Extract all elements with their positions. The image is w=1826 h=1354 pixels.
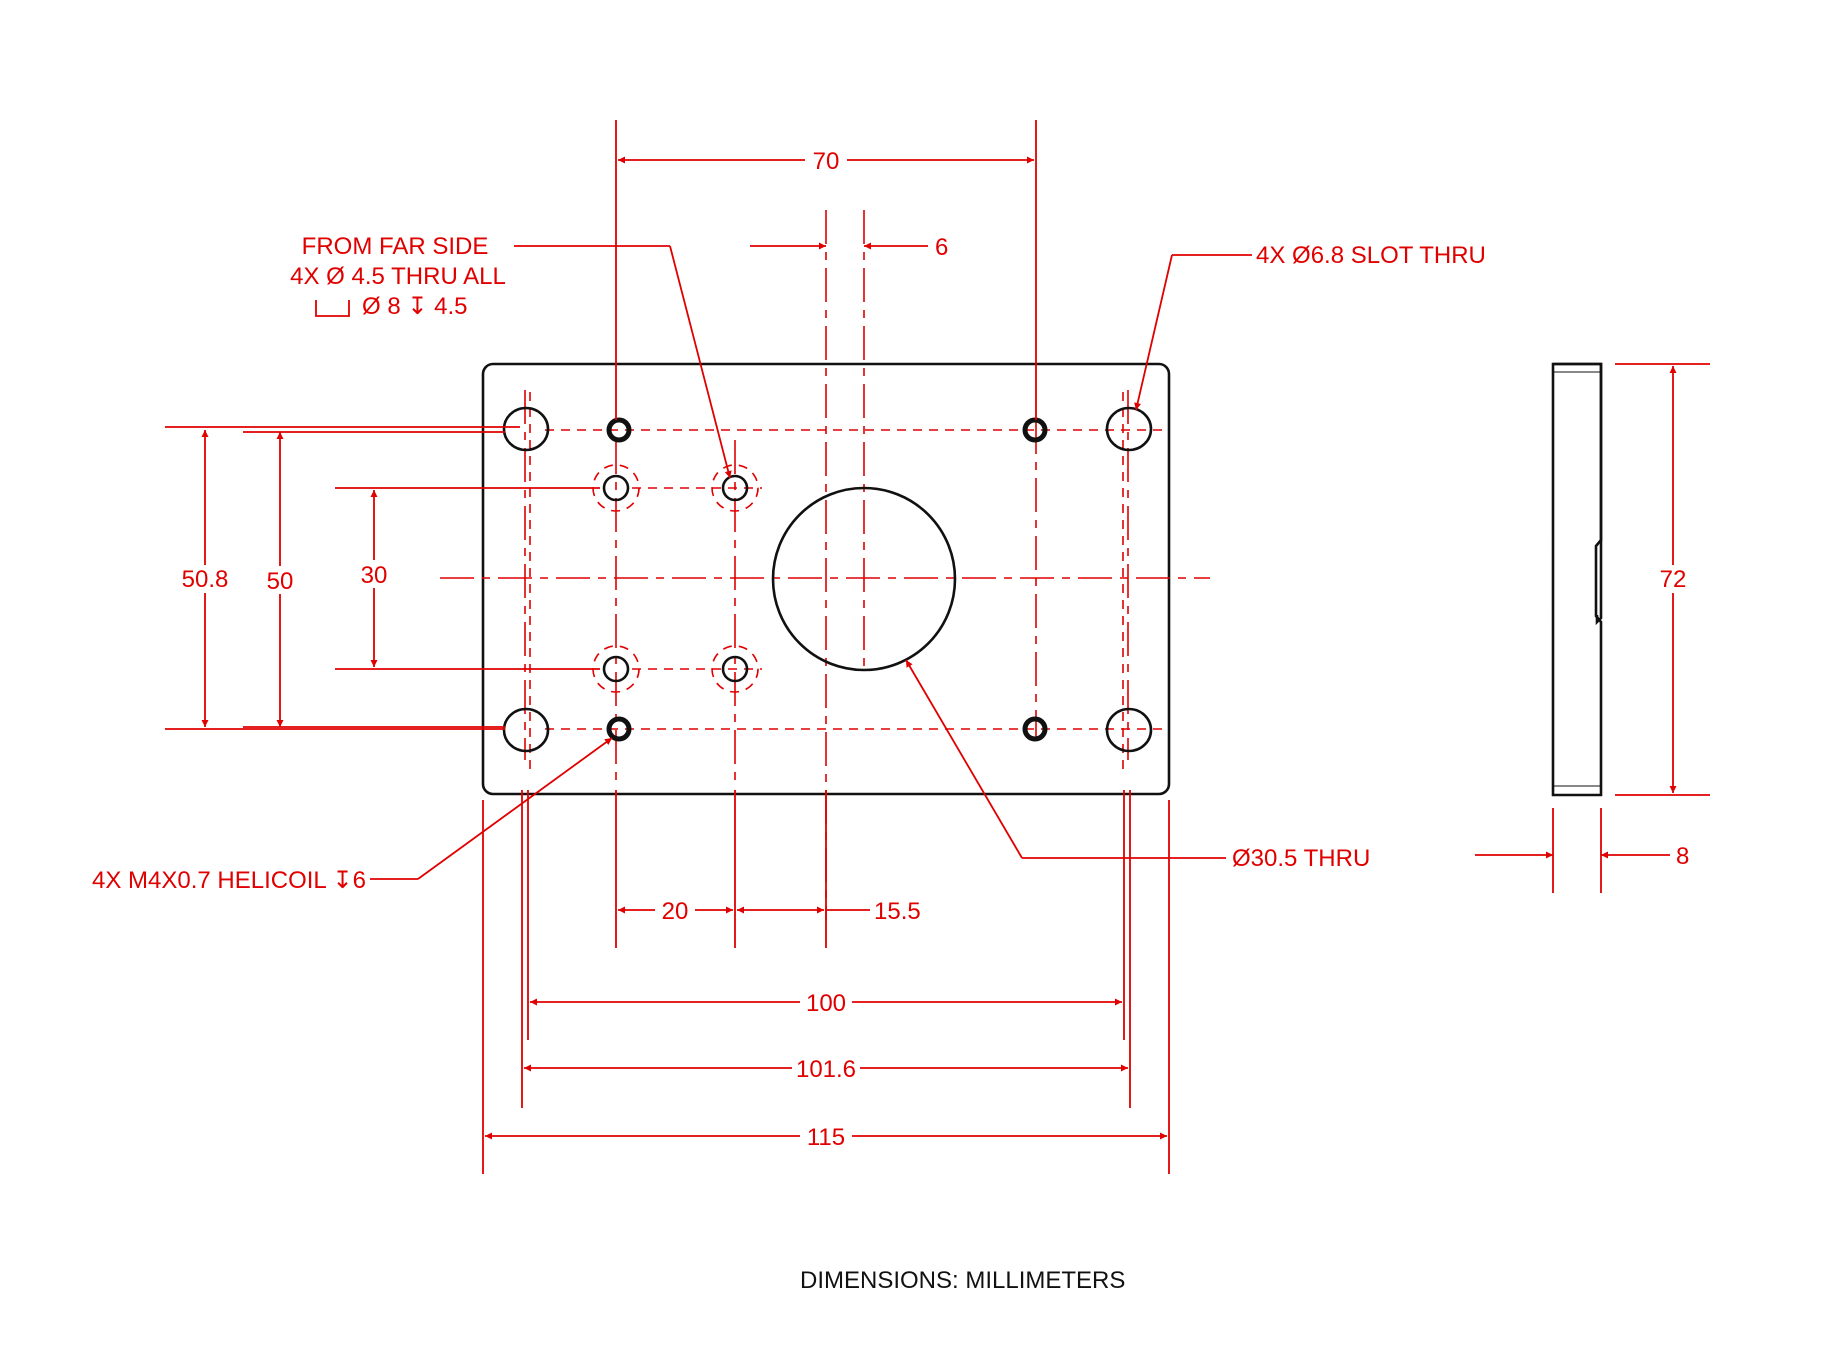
note-helicoil: 4X M4X0.7 HELICOIL ↧6 (92, 867, 366, 894)
notes: FROM FAR SIDE 4X Ø 4.5 THRU ALL Ø 8 ↧ 4.… (92, 233, 1486, 894)
dimension-lines: 70 6 50.8 50 30 72 8 (165, 120, 1710, 1174)
dim-115: 115 (807, 1124, 845, 1151)
note-bore: Ø30.5 THRU (1232, 845, 1370, 872)
dim-20: 20 (662, 898, 689, 925)
dim-100: 100 (806, 990, 846, 1017)
units-note: DIMENSIONS: MILLIMETERS (800, 1267, 1125, 1294)
front-view (440, 210, 1210, 920)
dim-101-6: 101.6 (796, 1056, 856, 1083)
side-view-outline (1551, 362, 1603, 797)
note-slot: 4X Ø6.8 SLOT THRU (1256, 242, 1486, 269)
central-bore (771, 486, 957, 672)
dim-50: 50 (267, 568, 294, 595)
dim-8: 8 (1676, 843, 1689, 870)
counterbore-symbol (315, 300, 350, 317)
note-far-side-line3: Ø 8 ↧ 4.5 (362, 293, 468, 320)
center-lines (440, 210, 1210, 920)
corner-slots (502, 406, 1153, 753)
dim-70: 70 (813, 148, 840, 175)
dim-15-5: 15.5 (874, 898, 921, 925)
dim-6: 6 (935, 234, 948, 261)
side-view (1551, 362, 1603, 797)
counterbored-holes (592, 464, 759, 693)
helicoil-holes (606, 417, 1048, 742)
dim-30: 30 (361, 562, 388, 589)
note-far-side-line2: 4X Ø 4.5 THRU ALL (290, 263, 506, 290)
dim-50-8: 50.8 (182, 566, 229, 593)
note-far-side-line1: FROM FAR SIDE (302, 233, 489, 260)
dim-72: 72 (1660, 566, 1687, 593)
hidden-lines (529, 392, 1168, 770)
